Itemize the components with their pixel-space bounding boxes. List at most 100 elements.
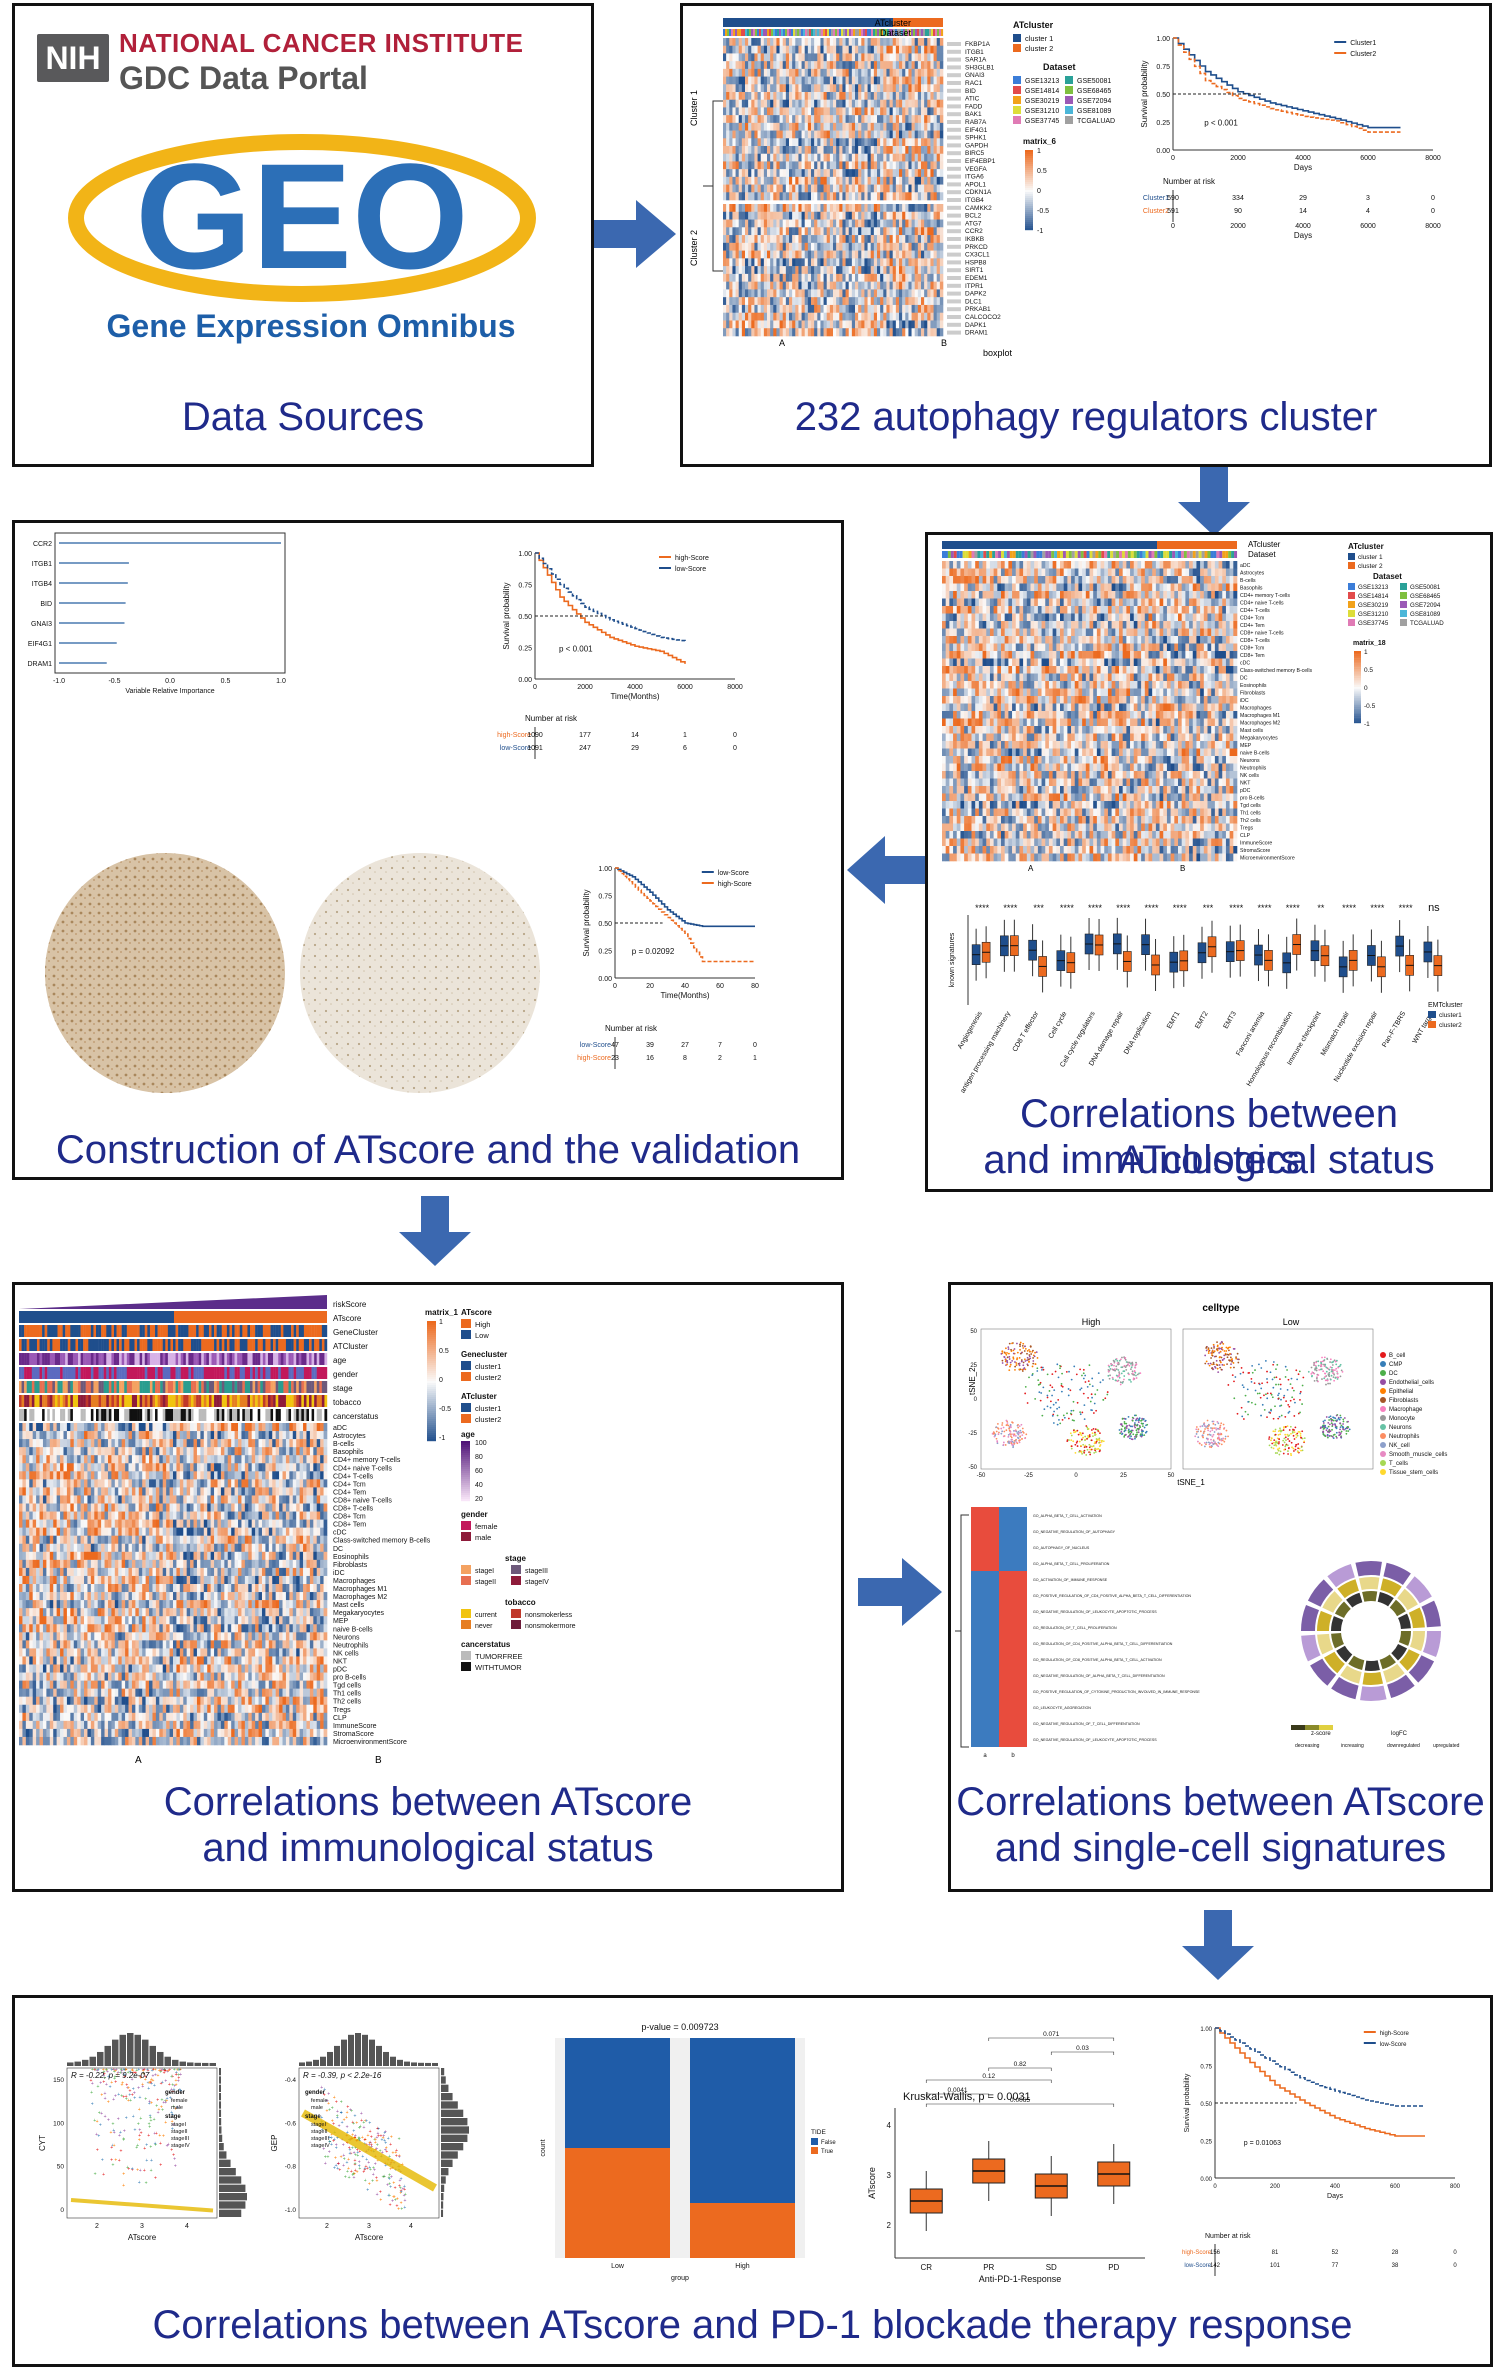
cluster-heat-top-cell: [924, 161, 928, 170]
atc-heat-cell: [1203, 658, 1208, 667]
atc-heat-cell: [1159, 606, 1164, 614]
atc-heat-cell: [975, 576, 980, 584]
cluster-heat-bottom-cell: [729, 312, 733, 321]
atc-heat-cell: [1122, 711, 1127, 719]
atc-heat-cell: [1012, 703, 1017, 712]
atc-heat-cell: [942, 621, 946, 629]
km-y-tick: 0.50: [1156, 92, 1170, 99]
cluster-heat-top-cell: [877, 138, 881, 147]
atc-heat-cell: [1104, 591, 1109, 599]
cluster-heat-top-cell: [855, 122, 859, 131]
cluster-heat-bottom-cell: [738, 227, 743, 236]
atc-heat-cell: [1089, 628, 1094, 637]
cluster-heat-bottom-cell: [811, 312, 815, 321]
atc-heat-cell: [1189, 568, 1194, 577]
cluster-heat-bottom-cell: [773, 235, 777, 244]
atc-heat-cell: [975, 591, 980, 599]
cluster-heat-bottom-cell: [776, 242, 780, 251]
km-curve-1: [615, 867, 755, 963]
cluster-heat-bottom-cell: [883, 235, 887, 244]
atc-heat-cell: [1067, 651, 1072, 659]
cluster-heat-top-cell: [807, 176, 812, 185]
atc-heat-cell: [1008, 576, 1013, 584]
atc-heat-cell: [1200, 718, 1205, 727]
cluster-heat-bottom-cell: [867, 289, 872, 298]
cluster-heat-top-cell: [908, 99, 912, 108]
cluster-heat-top-cell: [836, 92, 840, 101]
atc-heat-cell: [1023, 576, 1028, 584]
atc-heat-cell: [1078, 583, 1083, 592]
atc-heat-cell: [1185, 673, 1190, 682]
cluster-heat-top-cell: [877, 146, 881, 155]
cluster-heat-bottom-cell: [751, 258, 755, 267]
cluster-heat-top-cell: [763, 45, 768, 54]
cluster-heat-top-cell: [782, 138, 787, 147]
atc-dataset-cell: [1198, 551, 1202, 558]
cluster-heat-top-cell: [861, 53, 865, 62]
cluster-heat-top-cell: [917, 107, 922, 116]
cluster-heat-top-cell: [870, 53, 875, 62]
cluster-heat-top-cell: [886, 61, 890, 70]
atc-dataset-cell: [962, 551, 966, 558]
cluster-heat-bottom-cell: [767, 266, 771, 275]
atc-heat-cell: [1119, 651, 1123, 659]
cluster-heat-bottom-cell: [939, 242, 944, 251]
cluster-heat-top-cell: [845, 153, 850, 162]
atc-heat-cell: [1144, 621, 1149, 629]
cluster-heat-bottom-cell: [770, 219, 774, 228]
gene-boxplot: [947, 49, 961, 54]
cluster-heat-top-cell: [927, 45, 931, 54]
cluster-heat-top-cell: [814, 45, 818, 54]
atc-heat-cell: [1111, 673, 1116, 682]
cluster-heat-bottom-cell: [886, 297, 890, 306]
cluster-heat-top-cell: [748, 115, 752, 124]
cluster-heat-bottom-cell: [855, 312, 859, 321]
cluster-heat-bottom-cell: [842, 312, 846, 321]
cluster-heat-bottom-cell: [757, 304, 762, 314]
cluster-heat-bottom-cell: [763, 235, 768, 244]
dataset-bar-cell: [803, 29, 806, 36]
atc-heat-cell: [1085, 688, 1090, 697]
atc-heat-cell: [1185, 651, 1190, 659]
cluster-heat-top-cell: [873, 92, 878, 101]
cluster-heat-top-cell: [930, 192, 934, 201]
cluster-heat-top-cell: [836, 146, 840, 155]
dataset-bar-cell: [941, 29, 944, 36]
atc-heat-cell: [1155, 718, 1160, 727]
cluster-heat-top-cell: [792, 92, 796, 101]
atc-heat-cell: [978, 591, 983, 599]
cluster-heat-top-cell: [870, 122, 875, 131]
atc-heat-cell: [1004, 681, 1009, 689]
cluster-heat-bottom-cell: [870, 242, 875, 251]
atc-heat-cell: [1052, 636, 1057, 644]
atc-heat-cell: [1037, 613, 1042, 622]
atc-heat-cell: [1104, 681, 1109, 689]
cluster-heat-top-cell: [895, 45, 900, 54]
atc-heat-cell: [1015, 651, 1020, 659]
atc-heat-cell: [1148, 628, 1153, 637]
atc-heat-cell: [1063, 561, 1068, 569]
atc-heat-cell: [956, 711, 961, 719]
cluster-heat-top-cell: [773, 92, 777, 101]
dataset-bar-cell: [863, 29, 866, 36]
cluster-heat-bottom-cell: [789, 242, 793, 251]
atc-heat-cell: [1170, 681, 1175, 689]
atc-heat-cell: [1093, 621, 1098, 629]
cluster-heat-top-cell: [820, 38, 824, 47]
dataset-bar-cell: [785, 29, 788, 36]
cluster-heat-top-cell: [889, 99, 894, 108]
cluster-heat-bottom-cell: [930, 250, 934, 259]
cluster-heat-bottom-cell: [908, 235, 912, 244]
cluster-heat-bottom-cell: [936, 281, 941, 290]
cluster-heat-top-cell: [864, 84, 868, 93]
dataset-bar-cell: [919, 29, 922, 36]
cluster-heat-top-cell: [911, 38, 916, 47]
atc-heat-cell: [1181, 688, 1186, 697]
cluster-heat-bottom-cell: [889, 281, 894, 290]
cluster-heat-top-cell: [855, 45, 859, 54]
atc-heat-cell: [1196, 696, 1201, 704]
cluster-heat-top-cell: [770, 146, 774, 155]
cluster-heat-top-cell: [911, 45, 916, 54]
cluster-heat-top-cell: [864, 146, 868, 155]
atc-heat-cell: [1214, 621, 1219, 629]
